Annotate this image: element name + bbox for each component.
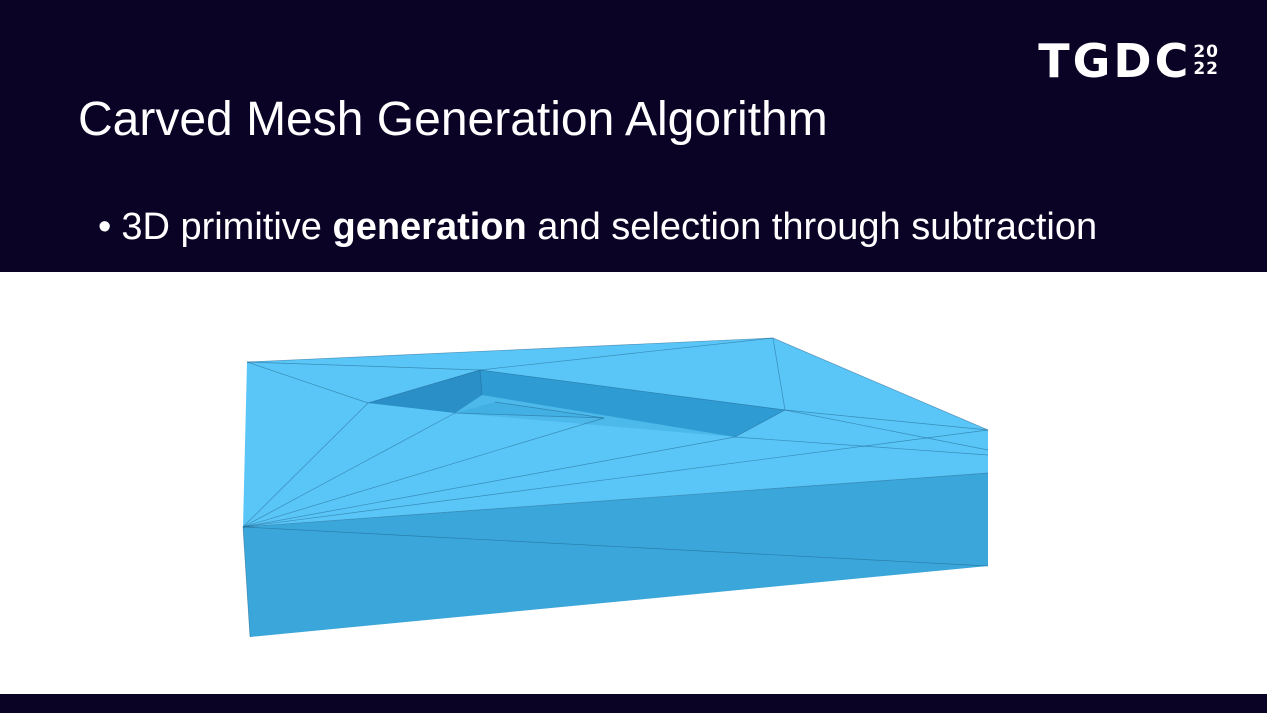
mesh-pocket-side-wall: [480, 370, 785, 437]
logo-text: TGDC: [1038, 34, 1192, 88]
mesh-pocket-back-wall: [368, 370, 482, 413]
bullet-text-bold: generation: [332, 206, 527, 248]
bullet-marker: •: [98, 206, 112, 248]
header-band: [0, 0, 1267, 272]
logo-year: 20 22: [1193, 44, 1219, 78]
slide-title: Carved Mesh Generation Algorithm: [78, 93, 828, 146]
bullet-text-before: 3D primitive: [121, 206, 322, 248]
bullet-text-after: and selection through subtraction: [537, 206, 1098, 248]
bullet-item: •3D primitive generation and selection t…: [98, 206, 1097, 249]
footer-band: [0, 694, 1267, 713]
carved-mesh-3d-illustration: [242, 337, 989, 638]
tgdc-logo: TGDC 20 22: [1038, 38, 1219, 84]
logo-year-top: 20: [1193, 42, 1219, 62]
mesh-edges: [242, 337, 989, 638]
mesh-front-face: [243, 473, 988, 637]
logo-year-bottom: 22: [1193, 59, 1219, 79]
